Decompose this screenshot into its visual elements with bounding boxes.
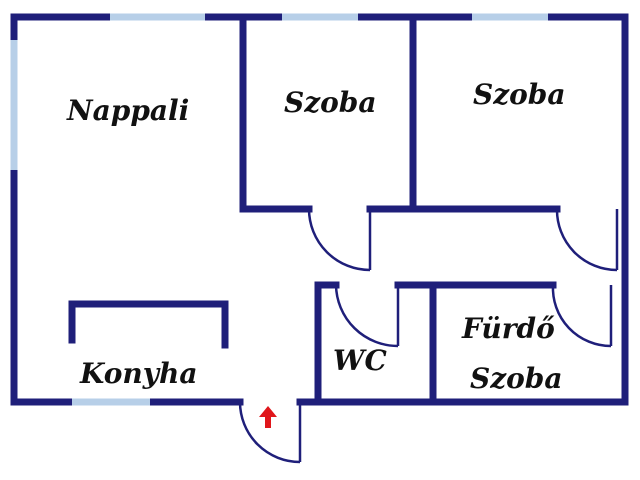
doors <box>238 208 619 464</box>
red-up-arrow-icon <box>259 406 277 428</box>
windows <box>10 13 548 406</box>
door-szoba-1 <box>307 208 372 272</box>
room-label-furdo-line2: Szoba <box>470 362 563 395</box>
room-label-szoba-1: Szoba <box>284 86 377 119</box>
room-label-konyha: Konyha <box>79 357 198 390</box>
door-wc <box>334 284 400 348</box>
room-label-furdo-line1: Fürdő <box>461 312 555 345</box>
room-label-wc: WC <box>333 344 387 377</box>
door-entrance <box>238 401 302 464</box>
interior-walls <box>68 13 561 406</box>
door-furdo <box>551 284 613 348</box>
door-szoba-2 <box>555 208 619 272</box>
room-label-szoba-2: Szoba <box>473 78 566 111</box>
room-label-nappali: Nappali <box>66 94 189 127</box>
